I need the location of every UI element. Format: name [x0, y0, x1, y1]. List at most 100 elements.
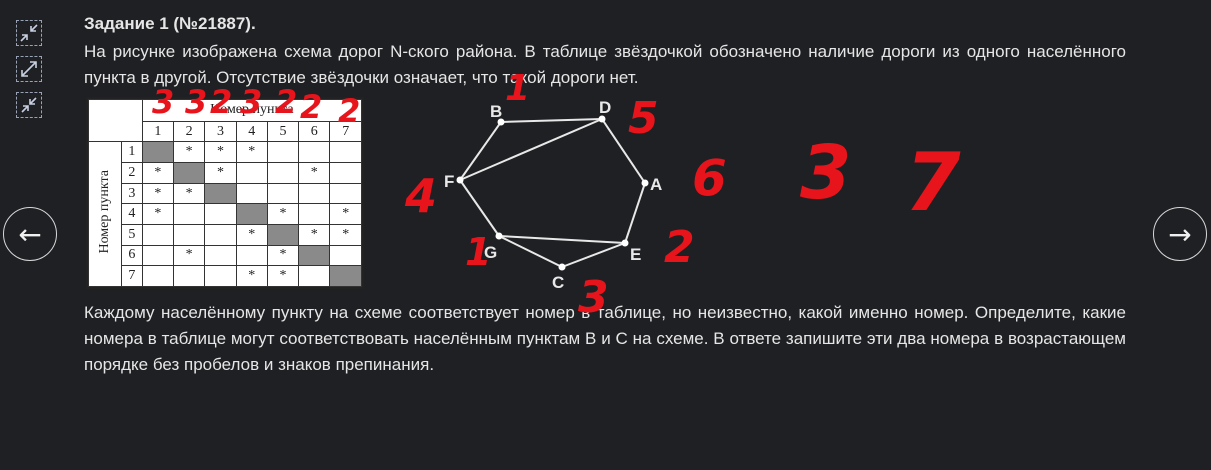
table-row-header: 6 [121, 244, 143, 267]
table-cell: * [235, 224, 268, 246]
table-cell: * [298, 224, 331, 246]
table-diagonal-cell [141, 141, 175, 164]
node-label-g: G [484, 243, 497, 262]
table-row: 3** [89, 182, 362, 205]
table-cell [173, 224, 206, 246]
table-column-header: 3 [204, 120, 237, 143]
table-row: 7** [89, 265, 362, 287]
table-cell: * [329, 224, 362, 246]
table-column-header: 4 [235, 120, 268, 143]
table-diagonal-cell [235, 203, 268, 225]
table-cell: * [204, 162, 237, 184]
task-question: Каждому населённому пункту на схеме соот… [84, 303, 1126, 374]
table-row-header: 1 [121, 141, 143, 164]
table-cell [204, 224, 237, 246]
node-label-d: D [599, 98, 611, 117]
table-row-header: 2 [121, 162, 143, 184]
table-cell [266, 141, 300, 164]
table-cell [266, 182, 300, 205]
prev-arrow-button[interactable]: ← [3, 207, 57, 261]
edge-b-d [500, 118, 603, 123]
edge-a-e [624, 182, 646, 244]
table-row: 4*** [89, 203, 362, 225]
edge-e-c [561, 242, 626, 268]
zoom-toolbar [16, 20, 42, 118]
table-cell: * [266, 203, 300, 225]
node-label-a: A [650, 175, 662, 194]
road-graph: B D A E C G F [444, 98, 662, 290]
edge-d-a [601, 118, 646, 184]
table-cell [266, 162, 300, 184]
table-row: 2*** [89, 162, 362, 184]
table-header-top: Номер пункта [141, 99, 363, 122]
node-label-f: F [444, 172, 454, 191]
table-cell [329, 244, 362, 267]
answer-mark: 3 [800, 130, 852, 216]
table-column-header: 7 [329, 120, 362, 143]
table-cell [298, 182, 331, 205]
table-row-header: 7 [121, 265, 143, 287]
table-corner [88, 98, 143, 143]
table-cell [329, 182, 362, 205]
table-column-header: 6 [298, 120, 331, 143]
edge-g-e [498, 235, 626, 244]
table-cell: * [141, 182, 175, 205]
table-cell: * [329, 203, 362, 225]
edge-f-d [459, 118, 603, 181]
shrink-icon[interactable] [16, 92, 42, 118]
table-cell [173, 265, 206, 287]
node-label-b: B [490, 102, 502, 121]
table-diagonal-cell [329, 265, 362, 287]
table-cell [204, 265, 237, 287]
table-cell [298, 141, 331, 164]
table-cell [204, 244, 237, 267]
table-cell: * [173, 141, 206, 164]
table-column-header: 2 [173, 120, 206, 143]
table-header-side: Номер пункта [88, 141, 122, 287]
table-cell [141, 244, 175, 267]
collapse-icon[interactable] [16, 20, 42, 46]
edge-f-b [459, 121, 502, 181]
expand-icon[interactable] [16, 56, 42, 82]
table-cell: * [173, 182, 206, 205]
table-column-header: 5 [266, 120, 300, 143]
table-row: 6 * * [89, 244, 362, 267]
node-label-e: E [630, 245, 641, 264]
table-cell: * [235, 141, 268, 164]
table-cell [329, 141, 362, 164]
node-label-c: C [552, 273, 564, 290]
table-cell: * [141, 162, 175, 184]
table-cell [235, 162, 268, 184]
table-cell: * [204, 141, 237, 164]
table-cell: * [141, 203, 175, 225]
table-cell [298, 265, 331, 287]
table-cell [235, 244, 268, 267]
table-row-header: 3 [121, 182, 143, 205]
table-row-header: 5 [121, 224, 143, 246]
task-intro: На рисунке изображена схема дорог N-ског… [84, 42, 1126, 87]
table-diagonal-cell [204, 182, 237, 205]
table-cell [204, 203, 237, 225]
edge-g-f [459, 179, 500, 237]
task-title: Задание 1 (№21887). [84, 14, 256, 33]
table-cell [298, 203, 331, 225]
answer-mark: 7 [905, 136, 961, 229]
table-cell: * [298, 162, 331, 184]
table-cell: * [173, 244, 206, 267]
table-cell [141, 265, 175, 287]
table-row: 5*** [89, 224, 362, 246]
next-arrow-button[interactable]: → [1153, 207, 1207, 261]
table-cell [329, 162, 362, 184]
table-cell [235, 182, 268, 205]
table-cell [173, 203, 206, 225]
table-row-header: 4 [121, 203, 143, 225]
table-column-header: 1 [141, 120, 175, 143]
table-cell: * [266, 265, 300, 287]
table-cell [141, 224, 175, 246]
table-diagonal-cell [173, 162, 206, 184]
table-diagonal-cell [266, 224, 300, 246]
edge-c-g [498, 235, 563, 268]
table-cell: * [266, 244, 300, 267]
